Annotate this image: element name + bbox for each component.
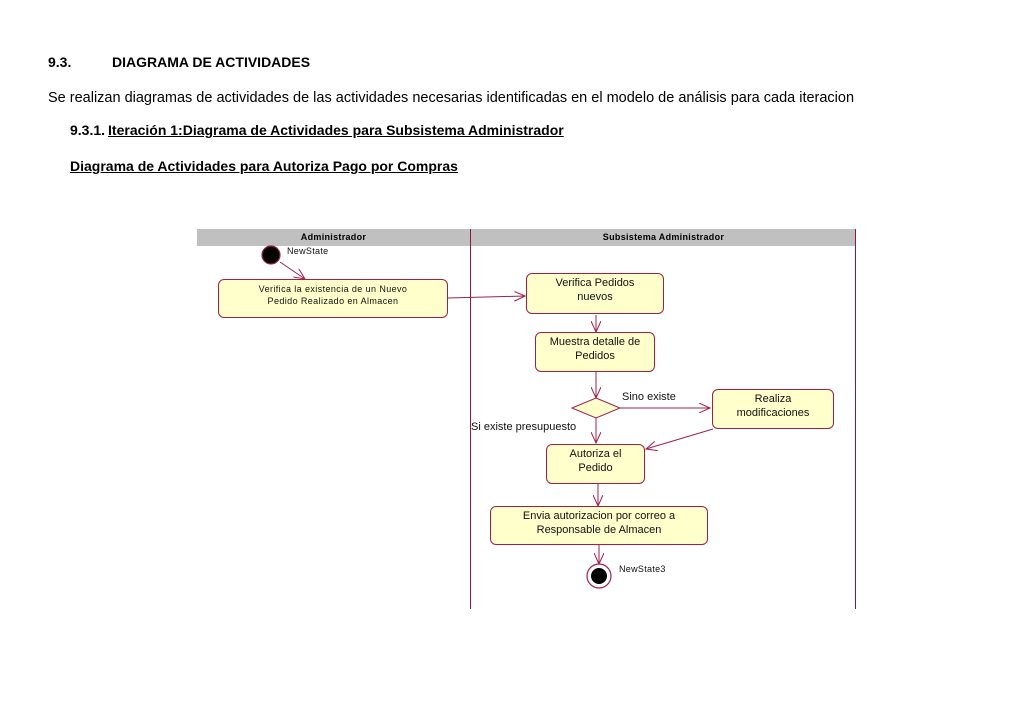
subsection-title: Iteración 1:Diagrama de Actividades para… <box>108 122 564 138</box>
decision-diamond <box>570 397 622 419</box>
edge-verifica-to-pedidos <box>447 296 525 298</box>
end-state-label: NewState3 <box>619 564 666 574</box>
start-state-label: NewState <box>287 246 329 256</box>
edge-realiza-to-autoriza <box>646 428 714 449</box>
lane-divider <box>470 229 471 609</box>
start-state <box>261 245 281 265</box>
lane-header-administrador: Administrador <box>197 229 470 246</box>
activity-realiza-modificaciones: Realiza modificaciones <box>712 389 834 429</box>
activity-envia-autorizacion: Envia autorizacion por correo a Responsa… <box>490 506 708 545</box>
intro-paragraph: Se realizan diagramas de actividades de … <box>48 90 855 106</box>
activity-autoriza-pedido: Autoriza el Pedido <box>546 444 645 484</box>
section-heading: 9.3. DIAGRAMA DE ACTIVIDADES <box>48 54 310 70</box>
subsection-number: 9.3.1. <box>70 122 106 138</box>
activity-verifica-pedidos: Verifica Pedidos nuevos <box>526 273 664 314</box>
diagram-title: Diagrama de Actividades para Autoriza Pa… <box>70 158 458 174</box>
guard-sino-existe: Sino existe <box>622 391 676 403</box>
section-number: 9.3. <box>48 54 72 70</box>
activity-muestra-detalle: Muestra detalle de Pedidos <box>535 332 655 372</box>
lane-right-border <box>855 229 856 609</box>
section-title: DIAGRAMA DE ACTIVIDADES <box>112 54 311 70</box>
activity-verifica-existencia: Verifica la existencia de un Nuevo Pedid… <box>218 279 448 318</box>
edge-start-to-verifica <box>279 261 305 279</box>
subsection-heading: 9.3.1.Iteración 1:Diagrama de Actividade… <box>70 122 564 138</box>
lane-header-subsistema: Subsistema Administrador <box>471 229 856 246</box>
guard-si-existe: Si existe presupuesto <box>471 421 577 433</box>
end-state <box>586 563 612 589</box>
